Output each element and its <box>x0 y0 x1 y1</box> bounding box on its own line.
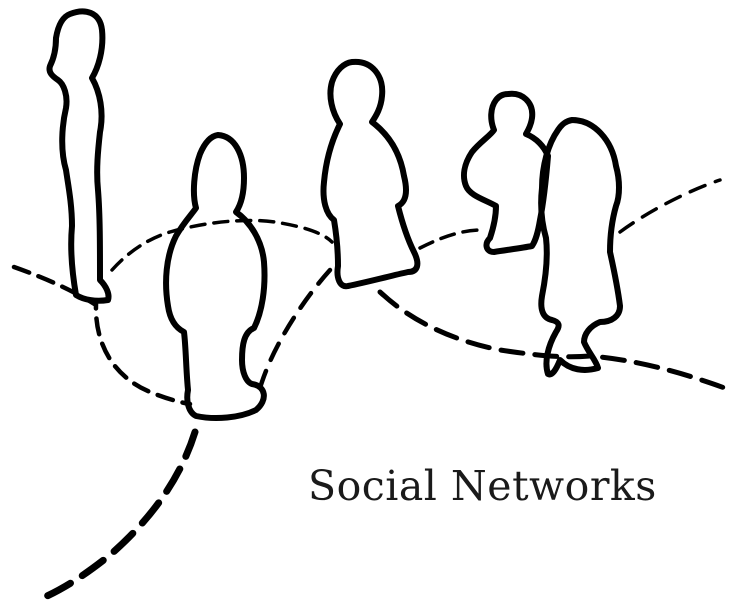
figure-tall-standing-woman <box>46 8 112 304</box>
figure-child-center <box>163 132 268 421</box>
network-connections <box>11 178 733 604</box>
dashed-path-right-upper <box>418 228 484 250</box>
dashed-path-upper-left <box>110 218 334 272</box>
dashed-path-bottom-tail <box>34 428 199 604</box>
dashed-path-right-arc <box>618 178 722 234</box>
dashed-path-left-arc <box>11 264 193 407</box>
figure-woman-in-dress <box>538 117 623 378</box>
dashed-path-center-arc <box>257 267 333 391</box>
figure-child-rear <box>461 90 551 255</box>
dashed-path-right-lower <box>377 289 733 393</box>
figure-person-middle <box>320 58 421 290</box>
diagram-caption: Social Networks <box>308 462 657 510</box>
